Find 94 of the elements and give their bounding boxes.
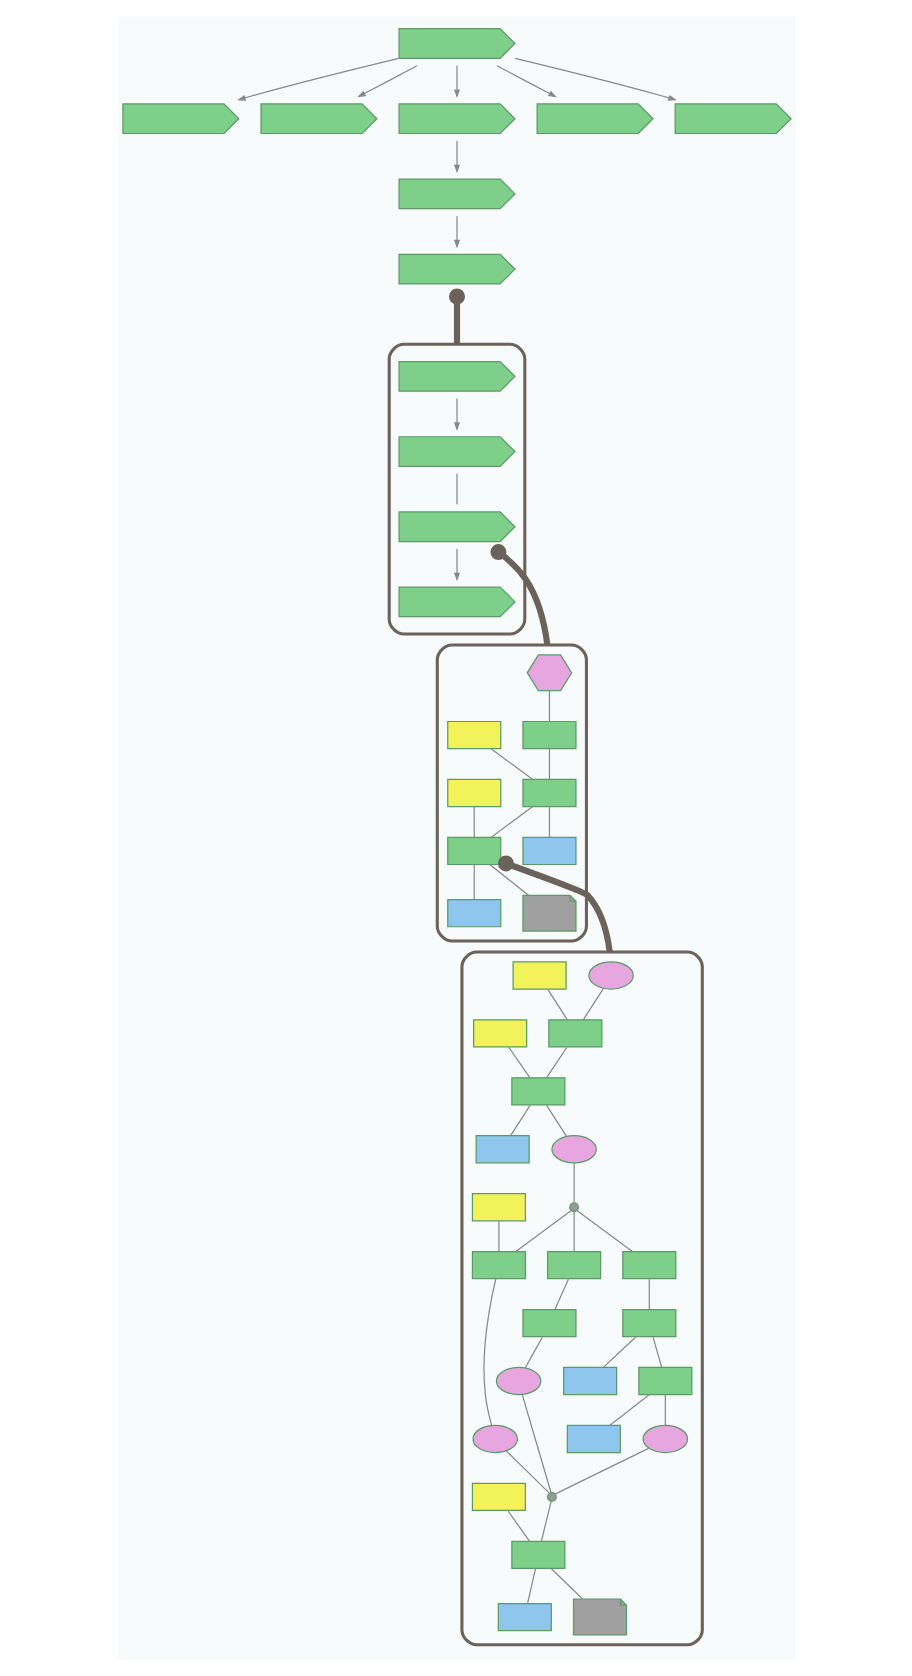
node-box [470, 1193, 526, 1222]
node-circle [546, 1491, 556, 1502]
node-box [470, 1250, 526, 1280]
node-box [562, 1366, 617, 1396]
connector [496, 855, 612, 953]
node-box [510, 1077, 565, 1106]
connector [545, 1104, 567, 1137]
connector [509, 1104, 530, 1137]
connector [507, 1046, 530, 1079]
connector [608, 1394, 649, 1426]
connector [482, 1278, 496, 1426]
node-ellipse [494, 1366, 541, 1396]
node-chevron [259, 103, 377, 135]
connector [523, 1336, 542, 1369]
connector [663, 1394, 665, 1426]
node-box [511, 961, 566, 990]
connector [572, 1211, 574, 1253]
arrow [452, 398, 460, 431]
connector [572, 1162, 574, 1204]
node-box [637, 1366, 692, 1396]
connector [489, 806, 532, 838]
node-ellipse [641, 1424, 688, 1454]
connector [488, 863, 529, 896]
node-chevron [397, 28, 515, 59]
node-chevron [397, 178, 515, 210]
connector [489, 544, 550, 646]
arrow [236, 57, 399, 101]
connector [547, 806, 550, 838]
connector [545, 1046, 567, 1079]
connector [553, 1447, 649, 1495]
node-ellipse [471, 1424, 517, 1454]
arrow [356, 65, 417, 98]
node-box [474, 1135, 529, 1164]
connector [514, 1209, 571, 1253]
node-chevron [535, 103, 653, 135]
arrow [452, 215, 460, 249]
node-chevron [397, 360, 515, 392]
connector [647, 1278, 649, 1311]
node-box [510, 1540, 565, 1569]
connector [472, 806, 474, 838]
node-chevron [397, 436, 515, 467]
node-chevron [397, 103, 515, 135]
connector [497, 1220, 499, 1253]
node-ellipse [550, 1135, 596, 1164]
node-box [621, 1250, 676, 1280]
node-chevron [397, 586, 515, 618]
node-box [521, 836, 576, 866]
connector [547, 690, 550, 722]
connector [472, 864, 474, 900]
node-box [470, 1482, 526, 1512]
cluster [434, 643, 587, 943]
node-chevron [121, 103, 239, 135]
node-circle [568, 1202, 579, 1213]
arrow [452, 548, 460, 582]
node-hexagon [525, 654, 572, 692]
connector [539, 1500, 551, 1542]
node-chevron [397, 511, 515, 543]
connector [601, 1336, 636, 1368]
node-box [446, 778, 501, 808]
node-box [446, 836, 501, 866]
arrow [452, 65, 460, 99]
node-box [547, 1019, 602, 1048]
node-box [621, 1308, 676, 1338]
node-box [446, 720, 501, 750]
node-box [472, 1019, 527, 1048]
connector [506, 1510, 530, 1542]
node-box [565, 1424, 620, 1454]
connector [553, 1278, 568, 1311]
node-box [521, 778, 576, 808]
connector [546, 988, 567, 1021]
node-ellipse [587, 961, 633, 990]
connector [651, 1336, 662, 1368]
node-box [521, 720, 576, 750]
node-box [546, 1250, 601, 1280]
arrow [495, 65, 556, 98]
cluster [386, 342, 526, 636]
node-box [446, 899, 501, 928]
connector [455, 473, 457, 505]
connector [489, 748, 533, 780]
connector [581, 987, 604, 1021]
arrow [513, 57, 676, 101]
connector [575, 1209, 632, 1253]
cluster [459, 950, 703, 1647]
connector [549, 1568, 583, 1600]
connector [504, 1450, 549, 1494]
node-box [496, 1602, 551, 1632]
connector [520, 1394, 551, 1494]
connector [526, 1568, 536, 1604]
node-box [521, 1308, 576, 1338]
node-chevron [397, 253, 515, 285]
connector [448, 288, 464, 345]
connector [547, 748, 550, 780]
node-chevron [673, 103, 791, 135]
arrow [452, 140, 460, 174]
